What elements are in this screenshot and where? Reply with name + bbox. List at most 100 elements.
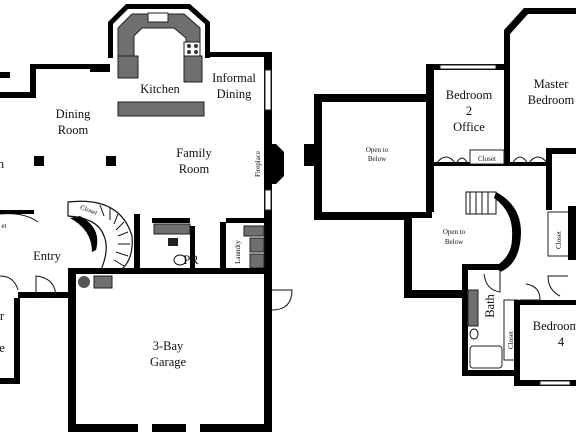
- kitchen-counter-left: [117, 55, 139, 79]
- open-below-label-2: Below: [368, 155, 387, 163]
- dining-room-label: Dining: [56, 107, 91, 121]
- bedroom4-wall-left: [514, 300, 520, 386]
- door-swing: [35, 275, 57, 299]
- wall-pr-side: [190, 226, 195, 270]
- stair-upper: [465, 191, 497, 215]
- powder-room-label: PR: [183, 253, 199, 267]
- entry-label: Entry: [33, 249, 62, 263]
- master-wall-bottom: [508, 162, 548, 166]
- washer: [249, 237, 265, 253]
- cooktop: [183, 41, 201, 57]
- closet-left-label: et: [1, 222, 6, 230]
- pr-vanity: [153, 223, 191, 235]
- garage-wall-bottom-2: [152, 424, 186, 432]
- garage-wall-top: [68, 268, 268, 274]
- bedroom4-door-swing: [520, 283, 541, 301]
- bath-wall-bottom: [462, 370, 516, 376]
- wall-right-lower: [264, 184, 272, 268]
- wall-left-bottom: [14, 298, 20, 378]
- garage-label-2: Garage: [150, 355, 187, 369]
- bath-label: Bath: [483, 293, 497, 317]
- open-below-2-label: Open to: [443, 228, 466, 236]
- bedroom4-wall-top: [516, 300, 576, 305]
- garage-wall-left: [68, 268, 76, 432]
- dryer: [249, 253, 265, 269]
- wall-left-bottom-edge: [0, 378, 20, 384]
- wall-pr-top: [152, 218, 190, 223]
- window-right-lower: [264, 189, 272, 211]
- kitchen-label: Kitchen: [140, 82, 180, 96]
- bath-toilet: [469, 328, 479, 340]
- garage-wall-right: [264, 268, 272, 432]
- garage-wall-bottom-3: [200, 424, 272, 432]
- open-below-2-wall: [404, 214, 462, 298]
- laundry-counter: [243, 225, 265, 237]
- open-below-2-label-2: Below: [445, 238, 464, 246]
- cut-label-2: r: [0, 309, 5, 323]
- bedroom4-window: [539, 380, 571, 386]
- family-room-label-2: Room: [179, 162, 210, 176]
- family-room-label: Family: [176, 146, 212, 160]
- wall-top-left: [35, 64, 90, 69]
- kitchen-island: [117, 101, 205, 117]
- master-bay-wall: [504, 8, 576, 64]
- wall-top-far-left: [0, 92, 36, 98]
- closet-arc: [0, 213, 39, 223]
- closet-bath-label: Closet: [507, 331, 515, 349]
- bath-wall-top: [462, 264, 502, 270]
- wall-entry-bottom: [18, 292, 70, 298]
- fireplace-label: Fireplace: [254, 151, 262, 177]
- right-bath-wall-side: [546, 148, 552, 210]
- bath-wall-left: [462, 264, 468, 376]
- water-heater: [168, 238, 178, 246]
- closet-bedroom2-label: Closet: [478, 155, 496, 163]
- informal-dining-label-2: Dining: [217, 87, 252, 101]
- sink: [147, 12, 169, 23]
- wall-left-nub: [304, 144, 314, 166]
- wall-top-right: [210, 52, 270, 57]
- dining-room-label-2: Room: [58, 123, 89, 137]
- garage-wall-bottom-1: [68, 424, 138, 432]
- cut-label-1: n: [0, 157, 5, 171]
- bedroom2-wall-right: [504, 64, 510, 164]
- wall-left-notch: [0, 72, 10, 78]
- closet-bedroom2: [469, 149, 505, 165]
- entry-door-arc: [0, 275, 19, 291]
- wall-stair-right: [134, 214, 140, 270]
- right-bath-wall: [546, 148, 576, 154]
- bedroom2-wall-left: [426, 64, 434, 212]
- wall-entry-left: [0, 210, 34, 214]
- bedroom2-label-2: 2: [466, 104, 472, 118]
- bedroom2-label: Bedroom: [446, 88, 493, 102]
- column: [34, 156, 44, 166]
- bedroom4-label: Bedroom: [533, 319, 576, 333]
- cut-label-3: e: [0, 341, 5, 355]
- kitchen-counter-right: [183, 55, 203, 83]
- first-floor-plan: [0, 4, 293, 432]
- informal-dining-label: Informal: [212, 71, 256, 85]
- garage-door-swing: [271, 289, 293, 311]
- bath-vanity: [467, 289, 479, 327]
- stair-curve-wall: [494, 192, 521, 272]
- open-below-label: Open to: [366, 146, 389, 154]
- wall-left-step: [30, 64, 36, 98]
- column: [106, 156, 116, 166]
- wall-laundry-top: [226, 218, 266, 223]
- second-floor-plan: [304, 8, 576, 386]
- bedroom4-label-2: 4: [558, 335, 565, 349]
- toilet: [173, 254, 187, 266]
- wall-mid: [410, 212, 432, 218]
- garage-label: 3-Bay: [153, 339, 184, 353]
- fireplace-chimney: [264, 144, 284, 184]
- laundry-label: Laundry: [234, 240, 242, 264]
- bedroom2-window: [439, 64, 497, 70]
- spiral-stair: [67, 200, 133, 273]
- window-right: [264, 69, 272, 111]
- bath-door-swing: [483, 272, 501, 293]
- right-door-swing: [547, 275, 568, 297]
- wall-top-mid: [90, 64, 110, 72]
- master-label: Master: [534, 77, 570, 91]
- wall-laundry: [220, 222, 226, 270]
- closet-doors: [435, 156, 469, 165]
